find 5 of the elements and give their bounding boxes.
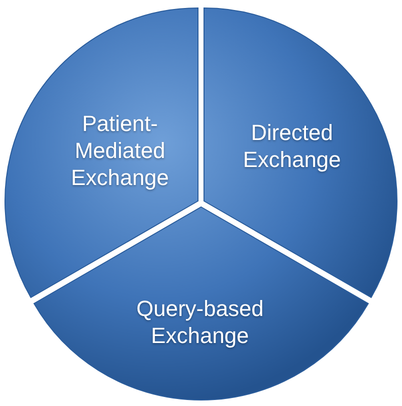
segment-label: Patient- Mediated Exchange xyxy=(70,110,170,190)
segment-label: Directed Exchange xyxy=(242,119,342,173)
pie-segment xyxy=(34,207,368,400)
pie-segment xyxy=(204,8,398,298)
segment-label: Query-based Exchange xyxy=(135,295,265,349)
